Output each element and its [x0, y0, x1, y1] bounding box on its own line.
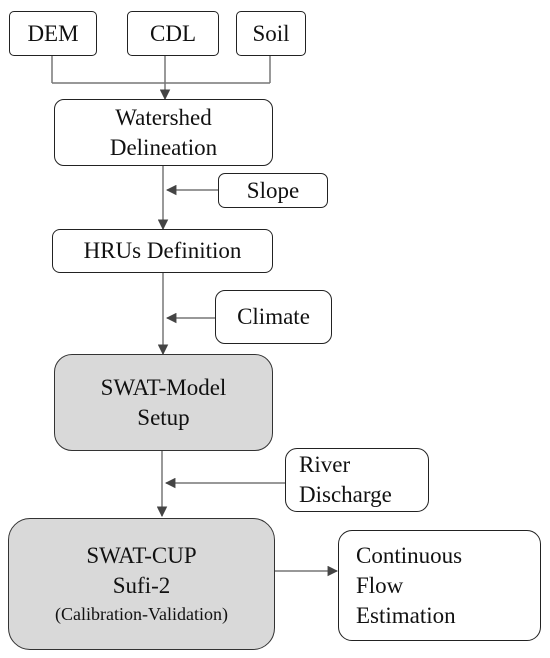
continuous-flow-estimation-box: Continuous Flow Estimation [338, 530, 541, 641]
soil-label: Soil [252, 20, 290, 46]
output-line2: Flow [356, 572, 404, 598]
river-discharge-line1: River [299, 452, 351, 477]
swat-model-line1: SWAT-Model [100, 374, 227, 400]
swat-model-setup-box: SWAT-Model Setup [54, 354, 273, 451]
swat-model-line2: Setup [137, 404, 190, 430]
cdl-box: CDL [127, 11, 219, 56]
output-line3: Estimation [356, 602, 456, 628]
slope-label: Slope [246, 177, 300, 203]
swat-cup-box: SWAT-CUP Sufi-2 (Calibration-Validation) [8, 518, 275, 650]
watershed-delineation-box: Watershed Delineation [54, 99, 273, 166]
cdl-label: CDL [150, 20, 196, 46]
swat-cup-line2: Sufi-2 [112, 573, 171, 598]
dem-label: DEM [27, 20, 79, 46]
hrus-label: HRUs Definition [83, 238, 242, 263]
slope-box: Slope [218, 173, 328, 208]
swat-cup-line1: SWAT-CUP [86, 543, 197, 568]
hrus-definition-box: HRUs Definition [52, 229, 273, 273]
climate-label: Climate [237, 304, 310, 329]
swat-cup-line3: (Calibration-Validation) [55, 604, 228, 624]
soil-box: Soil [236, 11, 306, 56]
watershed-line1: Watershed [115, 104, 212, 130]
output-line1: Continuous [356, 542, 463, 568]
dem-box: DEM [9, 11, 97, 56]
watershed-line2: Delineation [109, 134, 218, 160]
climate-box: Climate [215, 290, 332, 344]
river-discharge-box: River Discharge [285, 448, 429, 512]
river-discharge-line2: Discharge [299, 482, 392, 507]
